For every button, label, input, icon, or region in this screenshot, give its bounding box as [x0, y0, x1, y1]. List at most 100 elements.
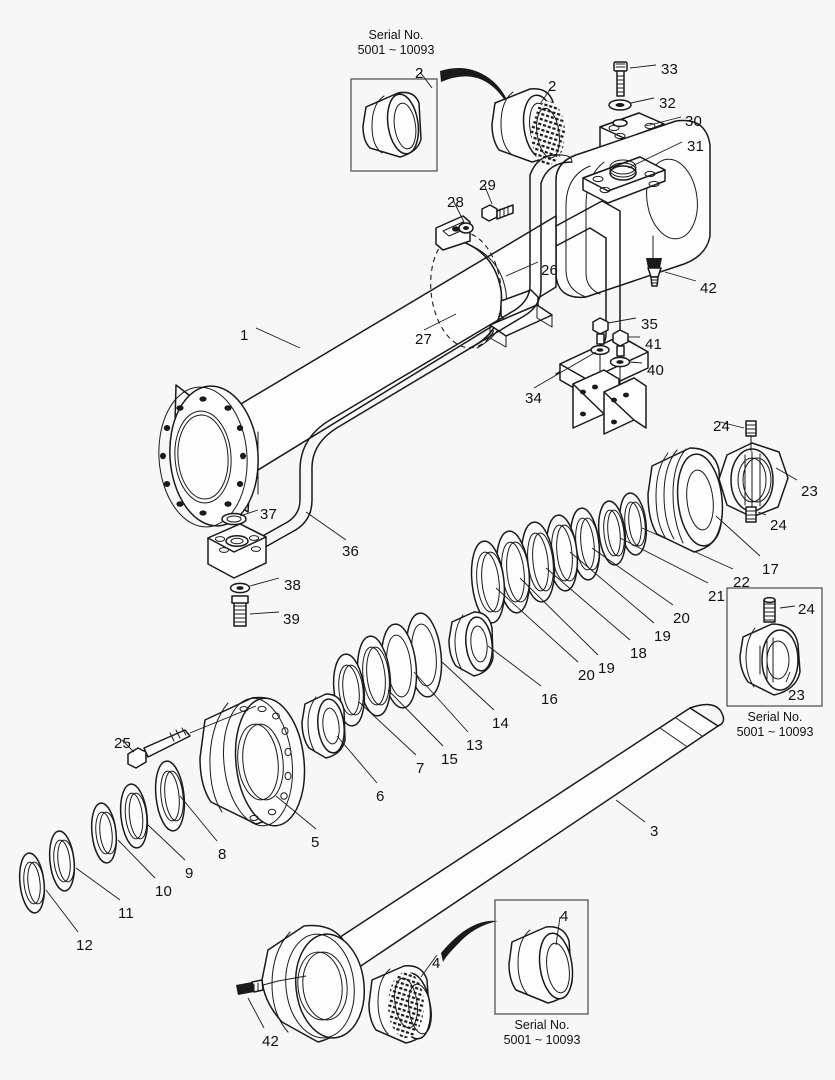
bushing-16 [448, 611, 494, 677]
serial-note-top-line1: Serial No. [368, 28, 424, 42]
bolt-39 [231, 595, 249, 627]
ring-20-left [470, 540, 506, 624]
callout-bolt: 39 [283, 611, 301, 628]
washer-32 [608, 99, 632, 111]
bolt-35 [590, 317, 610, 373]
gland-17 [647, 447, 724, 553]
callout-lock-nut-inset: 23 [788, 687, 806, 704]
callout-clamp-band: 27 [415, 331, 433, 348]
bushing-2-installed [491, 88, 565, 165]
callout-wear-ring: 6 [376, 788, 385, 805]
callout-bushing-inset: 2 [415, 65, 424, 82]
washer-40 [609, 356, 631, 385]
wear-ring-6 [301, 693, 346, 759]
inset-bottom-bushing [494, 899, 589, 1015]
callout-bolt: 33 [661, 61, 679, 78]
callout-piston: 5 [311, 834, 320, 851]
callout-washer: 40 [647, 362, 665, 379]
callout-bushing-installed: 2 [548, 78, 557, 95]
ring-10 [90, 802, 118, 864]
callout-hydraulic-tube: 36 [342, 543, 360, 560]
grease-fitting-42-lower [236, 975, 307, 995]
callout-washer: 28 [447, 194, 465, 211]
callout-socket-bolt: 25 [114, 735, 132, 752]
callout-bushing: 16 [541, 691, 559, 708]
callout-back-up-ring: 19 [598, 660, 616, 677]
callout-o-ring-port: 37 [260, 506, 278, 523]
callout-grease-fitting-upper: 42 [700, 280, 718, 297]
serial-note-bottom-line1: Serial No. [514, 1018, 570, 1032]
ring-11 [48, 830, 76, 892]
callout-back-up-ring: 10 [155, 883, 173, 900]
tube-bracket-34 [559, 335, 649, 435]
callout-lock-nut: 23 [801, 483, 819, 500]
callout-o-ring: 12 [76, 937, 94, 954]
callout-gland: 17 [762, 561, 780, 578]
callout-washer: 38 [284, 577, 302, 594]
serial-note-right-line1: Serial No. [747, 710, 803, 724]
callout-port-block: 30 [685, 113, 703, 130]
callout-bolt: 41 [645, 336, 663, 353]
o-ring-31 [609, 159, 637, 181]
pointer-swirl-top [440, 67, 512, 113]
callout-bushing-rod-end-inset: 4 [560, 908, 569, 925]
callout-set-screw-inset: 24 [798, 601, 816, 618]
inset-top-bushing [350, 78, 438, 172]
serial-note-right: Serial No. 5001 ~ 10093 [729, 710, 821, 740]
ring-9 [119, 783, 149, 849]
bushing-2-inset [362, 91, 422, 158]
lower-port-block [207, 512, 267, 579]
leader-lines [45, 64, 798, 1029]
callout-seal: 7 [416, 760, 425, 777]
pointer-swirl-bottom [441, 920, 498, 962]
callout-o-ring: 8 [218, 846, 227, 863]
cylinder-head-body [555, 119, 711, 299]
callout-piston-rod: 3 [650, 823, 659, 840]
bolt-41 [612, 329, 629, 357]
bolt-33 [613, 61, 628, 97]
ring-12 [18, 852, 46, 914]
cylinder-tube-1 [158, 215, 557, 528]
callout-o-ring: 20 [673, 610, 691, 627]
ring-15 [356, 635, 392, 717]
callout-seal: 13 [466, 737, 484, 754]
seal-stack [470, 507, 601, 624]
callout-hose-clamp-bracket: 26 [541, 262, 559, 279]
callout-seal: 15 [441, 751, 459, 768]
washer-28 [458, 222, 474, 234]
ring-8 [154, 760, 186, 832]
serial-note-top: Serial No. 5001 ~ 10093 [352, 28, 440, 58]
serial-note-bottom: Serial No. 5001 ~ 10093 [496, 1018, 588, 1048]
callout-bolt: 29 [479, 177, 497, 194]
set-screw-24-lower [745, 506, 757, 523]
callout-bushing-rod-end: 4 [432, 955, 441, 972]
callout-seal: 18 [630, 645, 648, 662]
callout-o-ring: 20 [578, 667, 596, 684]
piston-rod-3 [261, 703, 725, 1043]
washer-38 [229, 582, 251, 594]
grease-fitting-42-upper [646, 235, 662, 287]
flange-bolt-holes [160, 396, 246, 516]
lock-nut-23 [718, 442, 789, 518]
set-screw-24-upper [745, 420, 757, 452]
serial-note-bottom-line2: 5001 ~ 10093 [503, 1032, 581, 1047]
callout-cylinder-tube: 1 [240, 327, 249, 344]
piston-5 [199, 696, 306, 827]
serial-note-top-line2: 5001 ~ 10093 [357, 42, 435, 57]
callout-back-up-ring: 19 [654, 628, 672, 645]
callout-set-screw-upper: 24 [713, 418, 731, 435]
callout-o-ring: 11 [118, 905, 134, 922]
callout-seal: 14 [492, 715, 510, 732]
bushing-4-installed [368, 965, 432, 1044]
callout-back-up-ring: 21 [708, 588, 726, 605]
hydraulic-tube-36 [244, 154, 573, 556]
bolt-29 [481, 204, 514, 222]
callout-o-ring-port: 31 [687, 138, 705, 155]
set-screw-24-inset [763, 596, 776, 623]
callout-tube-bracket: 34 [525, 390, 543, 407]
callout-set-screw-lower: 24 [770, 517, 788, 534]
callout-back-up-ring: 9 [185, 865, 194, 882]
callout-o-ring: 22 [733, 574, 751, 591]
